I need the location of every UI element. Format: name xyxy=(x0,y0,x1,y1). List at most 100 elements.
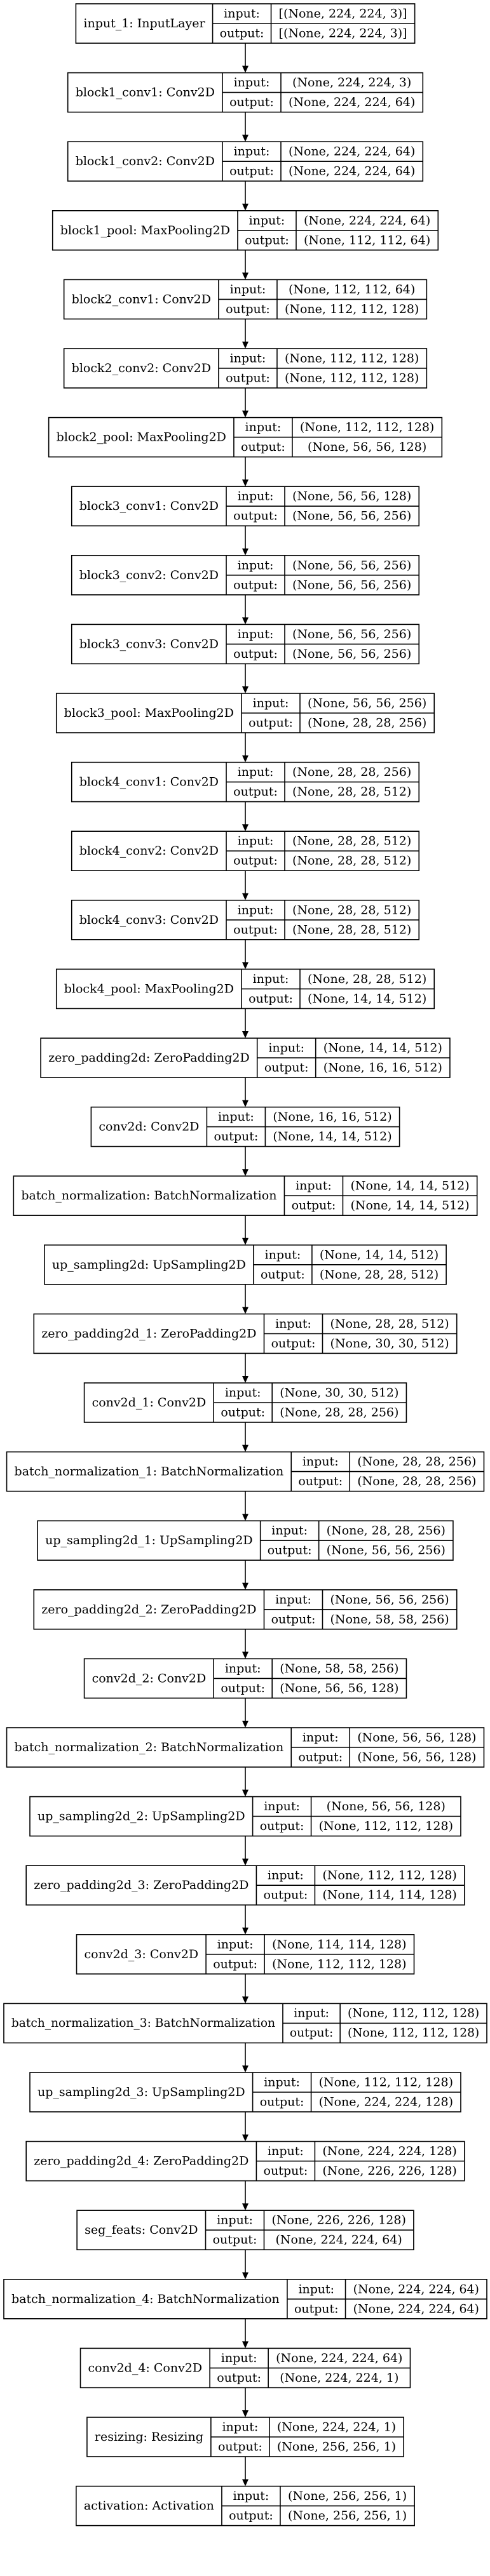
input-shape: (None, 28, 28, 512) xyxy=(330,1317,449,1331)
input-shape: (None, 112, 112, 128) xyxy=(322,1869,456,1883)
output-label: output: xyxy=(292,1199,336,1213)
input-label: input: xyxy=(264,2076,300,2090)
input-shape: (None, 28, 28, 512) xyxy=(292,903,411,917)
input-shape: (None, 30, 30, 512) xyxy=(280,1386,398,1400)
output-label: output: xyxy=(214,1130,259,1144)
input-label: input: xyxy=(264,1799,300,1813)
layer-node: batch_normalization_1: BatchNormalizatio… xyxy=(6,1451,485,1492)
layer-node: up_sampling2d_3: UpSampling2Dinput:outpu… xyxy=(29,2072,461,2112)
output-shape: (None, 56, 56, 256) xyxy=(292,647,411,661)
output-shape: (None, 14, 14, 512) xyxy=(350,1199,469,1213)
edge-arrow xyxy=(242,1905,248,1935)
output-label: output: xyxy=(248,992,293,1006)
output-label: output: xyxy=(226,371,270,385)
layer-node: block3_conv2: Conv2Dinput:output:(None, … xyxy=(71,554,420,596)
layer-node: block4_conv1: Conv2Dinput:output:(None, … xyxy=(71,761,420,803)
edge-arrow xyxy=(242,388,248,418)
input-label: input: xyxy=(217,1937,254,1951)
layer-name: block1_conv2: Conv2D xyxy=(76,154,215,168)
input-label: input: xyxy=(268,1041,304,1055)
layer-name: zero_padding2d_2: ZeroPadding2D xyxy=(41,1603,256,1617)
output-shape: (None, 56, 56, 128) xyxy=(308,440,426,454)
layer-node: block3_conv3: Conv2Dinput:output:(None, … xyxy=(71,624,420,665)
layer-name: block3_conv3: Conv2D xyxy=(79,637,219,651)
edge-arrow xyxy=(242,1215,248,1245)
input-label: input: xyxy=(217,2213,253,2227)
output-label: output: xyxy=(218,2440,262,2454)
edge-arrow xyxy=(242,1078,248,1107)
input-shape: (None, 112, 112, 128) xyxy=(285,352,419,366)
layer-node: batch_normalization_2: BatchNormalizatio… xyxy=(6,1727,485,1768)
output-label: output: xyxy=(241,440,285,454)
input-label: input: xyxy=(221,2351,257,2365)
edge-arrow xyxy=(242,939,248,970)
output-label: output: xyxy=(233,578,278,592)
layer-name: conv2d_1: Conv2D xyxy=(92,1396,207,1410)
layer-name: block3_pool: MaxPooling2D xyxy=(64,706,234,720)
layer-node: zero_padding2d_3: ZeroPadding2Dinput:out… xyxy=(25,1865,465,1905)
output-label: output: xyxy=(271,1612,316,1626)
layer-name: block2_pool: MaxPooling2D xyxy=(57,430,226,444)
edge-arrow xyxy=(242,733,248,763)
input-shape: (None, 56, 56, 256) xyxy=(292,558,411,572)
input-shape: (None, 224, 224, 64) xyxy=(353,2282,479,2296)
input-shape: (None, 224, 224, 3) xyxy=(292,76,411,90)
input-label: input: xyxy=(268,1869,304,1883)
output-shape: (None, 112, 112, 128) xyxy=(272,1957,406,1971)
layer-name: block4_conv1: Conv2D xyxy=(79,775,219,789)
edge-arrow xyxy=(242,181,248,211)
layer-node: block2_conv1: Conv2Dinput:output:(None, … xyxy=(63,279,428,320)
edge-arrow xyxy=(242,250,248,280)
input-shape: (None, 58, 58, 256) xyxy=(280,1662,398,1676)
output-shape: (None, 30, 30, 512) xyxy=(330,1337,449,1351)
input-shape: (None, 28, 28, 256) xyxy=(327,1524,446,1538)
output-shape: (None, 14, 14, 512) xyxy=(308,992,426,1006)
input-label: input: xyxy=(268,2144,304,2158)
layer-node: zero_padding2d_4: ZeroPadding2Dinput:out… xyxy=(25,2140,465,2182)
layer-node: zero_padding2d_1: ZeroPadding2Dinput:out… xyxy=(33,1313,458,1354)
layer-name: up_sampling2d_3: UpSampling2D xyxy=(37,2085,245,2099)
layer-node: input_1: InputLayerinput:output:[(None, … xyxy=(75,3,416,44)
layer-node: batch_normalization: BatchNormalizationi… xyxy=(13,1175,478,1216)
output-label: output: xyxy=(260,1819,304,1833)
output-shape: (None, 224, 224, 64) xyxy=(289,95,415,109)
edge-arrow xyxy=(242,2457,248,2486)
input-shape: (None, 28, 28, 512) xyxy=(308,972,426,986)
edge-arrow xyxy=(242,1973,248,2004)
input-shape: (None, 224, 224, 128) xyxy=(322,2144,456,2158)
output-shape: (None, 112, 112, 128) xyxy=(285,371,419,385)
output-shape: (None, 112, 112, 128) xyxy=(285,302,419,316)
layer-node: block1_conv2: Conv2Dinput:output:(None, … xyxy=(67,141,424,182)
input-label: input: xyxy=(271,1524,308,1538)
layer-name: batch_normalization_2: BatchNormalizatio… xyxy=(15,1740,284,1754)
input-shape: (None, 112, 112, 128) xyxy=(319,2076,453,2090)
input-shape: (None, 256, 256, 1) xyxy=(288,2489,407,2503)
input-shape: (None, 56, 56, 128) xyxy=(357,1731,476,1745)
layer-name: block2_conv1: Conv2D xyxy=(72,292,211,306)
layer-node: block3_pool: MaxPooling2Dinput:output:(N… xyxy=(55,693,435,733)
edge-arrow xyxy=(242,1491,248,1521)
output-shape: (None, 112, 112, 128) xyxy=(348,2026,479,2039)
output-label: output: xyxy=(213,2233,257,2247)
input-label: input: xyxy=(238,627,274,641)
output-shape: (None, 56, 56, 256) xyxy=(327,1544,446,1558)
edge-arrow xyxy=(242,1767,248,1797)
output-label: output: xyxy=(261,1267,305,1281)
input-label: input: xyxy=(275,1317,311,1331)
edge-arrow xyxy=(242,1698,248,1728)
input-shape: (None, 224, 224, 64) xyxy=(276,2351,402,2365)
input-label: input: xyxy=(298,2282,334,2296)
edge-arrow xyxy=(242,664,248,693)
input-shape: (None, 226, 226, 128) xyxy=(271,2213,405,2227)
output-label: output: xyxy=(264,1061,309,1075)
layer-name: block3_conv1: Conv2D xyxy=(79,499,219,513)
layer-name: conv2d_4: Conv2D xyxy=(88,2361,203,2375)
edge-arrow xyxy=(242,1560,248,1590)
output-label: output: xyxy=(233,923,278,937)
output-label: output: xyxy=(264,1888,308,1902)
layer-node: block3_conv1: Conv2Dinput:output:(None, … xyxy=(71,486,420,527)
layer-name: activation: Activation xyxy=(84,2499,214,2513)
